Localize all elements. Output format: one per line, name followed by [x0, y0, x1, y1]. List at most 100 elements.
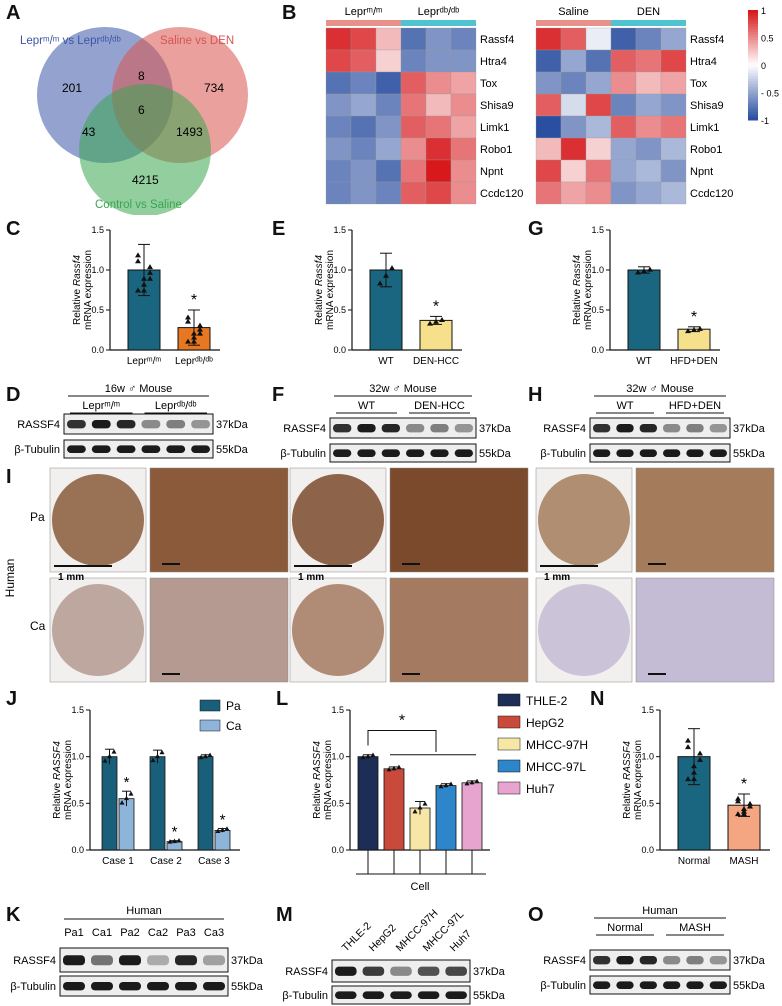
significance-star: *: [220, 812, 226, 829]
blot-row2-band: [686, 981, 704, 989]
blot-kda-label: 55kDa: [733, 448, 766, 460]
heatmap-left-group-label-1: Leprᵐ/ᵐ: [345, 6, 383, 18]
venn-label-set3: Control vs Saline: [95, 199, 182, 211]
heatmap-left-group-bar-2: [401, 20, 476, 26]
scale-segment: [748, 45, 758, 49]
heatmap-left-cell: [350, 27, 377, 51]
data-point: [685, 744, 691, 750]
blot-kda-label: 55kDa: [216, 444, 249, 456]
blot-row-label: β-Tubulin: [540, 448, 586, 460]
significance-star: *: [433, 298, 439, 315]
panel-letter-o: O: [528, 904, 544, 926]
venn-label-set1: Leprᵐ/ᵐ vs Leprᵈᵇ/ᵈᵇ: [20, 35, 122, 47]
heatmap-right-cell: [635, 71, 662, 95]
blot-row1-band: [381, 424, 400, 433]
blot-row1-band: [203, 955, 225, 966]
data-point: [747, 800, 753, 806]
heatmap-left-cell: [450, 27, 477, 51]
scale-segment: [748, 84, 758, 88]
scale-segment: [748, 56, 758, 60]
heatmap-right-cell: [585, 181, 612, 205]
legend-swatch: [497, 759, 521, 773]
data-point: [197, 322, 203, 328]
scale-segment: [748, 114, 758, 118]
heatmap-left-gene-label: Rassf4: [480, 34, 514, 46]
heatmap-left-cell: [375, 181, 402, 205]
data-point: [191, 338, 197, 344]
x-tick-label: Leprᵈᵇ/ᵈᵇ: [175, 356, 213, 367]
ihc-tma-core: [538, 474, 630, 566]
blot-row-label: β-Tubulin: [10, 981, 56, 993]
blot-row-label: β-Tubulin: [282, 990, 328, 1002]
data-point: [141, 287, 147, 293]
panel-letter-j: J: [6, 688, 18, 710]
significance-star: *: [191, 292, 197, 309]
heatmap-left-cell: [375, 49, 402, 73]
data-point: [147, 264, 153, 270]
data-point: [417, 805, 423, 810]
venn-count-only2: 734: [204, 81, 224, 95]
data-point: [191, 330, 197, 336]
heatmap-right-cell: [635, 181, 662, 205]
blot-row-label: β-Tubulin: [14, 444, 60, 456]
data-point: [741, 811, 747, 817]
scale-segment: [748, 54, 758, 58]
blot-row-label: RASSF4: [17, 419, 60, 431]
heatmap-left-cell: [425, 93, 452, 117]
data-point: [135, 258, 141, 264]
data-point: [747, 803, 753, 809]
blot-lane-label: Ca3: [204, 927, 224, 939]
heatmap-right-cell: [610, 27, 637, 51]
scale-segment: [748, 43, 758, 47]
heatmap-left-cell: [325, 27, 352, 51]
data-point: [185, 314, 191, 320]
y-tick-label: 0.5: [331, 798, 344, 808]
data-point: [741, 808, 747, 814]
heatmap-left-cell: [400, 93, 427, 117]
x-tick-label: Normal: [678, 856, 710, 867]
blot-row1-band: [454, 424, 473, 433]
heatmap-right-cell: [585, 137, 612, 161]
data-point: [365, 753, 371, 759]
blot-row1-band: [593, 424, 611, 433]
scale-segment: [748, 106, 758, 110]
data-point: [185, 338, 191, 344]
scale-segment: [748, 89, 758, 93]
blot-row1-band: [390, 966, 412, 976]
blot-header: Human: [642, 905, 677, 917]
scale-tick: 0: [761, 61, 766, 71]
significance-star: *: [691, 309, 697, 326]
heatmap-left-cell: [375, 71, 402, 95]
bar: [383, 768, 405, 851]
heatmap-left-gene-label: Npnt: [480, 166, 503, 178]
scale-segment: [748, 92, 758, 96]
blot-group-label: HFD+DEN: [669, 400, 721, 412]
blot-row2-band: [91, 445, 111, 453]
y-tick-label: 0.0: [331, 845, 344, 855]
y-tick-label: 1.5: [331, 705, 344, 715]
blot-row1-band: [116, 420, 136, 429]
heatmap-right-cell: [535, 93, 562, 117]
y-tick-label: 0.5: [333, 305, 346, 315]
heatmap-right-group-bar-1: [536, 20, 611, 26]
heatmap-right-cell: [610, 93, 637, 117]
x-tick-label: WT: [378, 356, 394, 367]
y-axis-label: Relative Rassf4: [572, 255, 583, 325]
data-point: [197, 330, 203, 336]
data-point: [685, 328, 691, 334]
panel-letter-d: D: [6, 384, 21, 406]
bar: [419, 319, 453, 351]
blot-row2-band: [166, 445, 186, 453]
blot-row2-band: [445, 991, 467, 999]
data-point: [215, 828, 221, 834]
heatmap-left-cell: [325, 115, 352, 139]
heatmap-right-cell: [585, 27, 612, 51]
data-point: [147, 269, 153, 275]
heatmap-left-cell: [325, 137, 352, 161]
y-axis-label: Relative RASSF4: [622, 741, 633, 819]
data-point: [185, 318, 191, 324]
significance-star: *: [124, 774, 130, 791]
data-point: [135, 252, 141, 258]
